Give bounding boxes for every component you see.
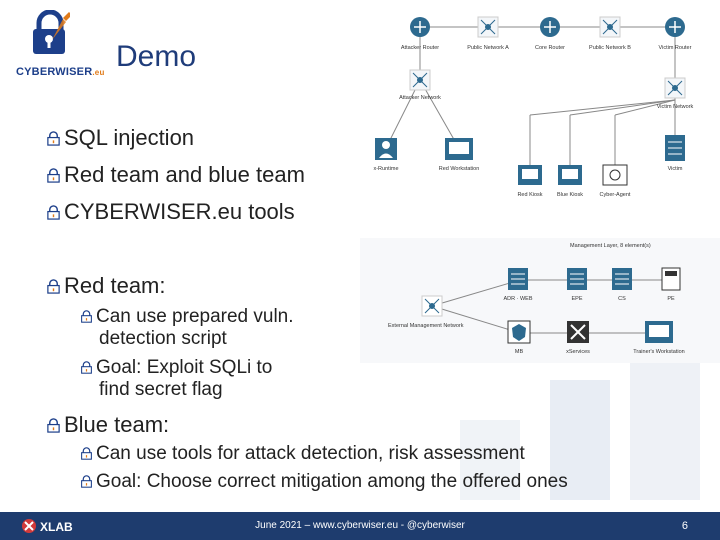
- red-kiosk[interactable]: Red Kiosk: [517, 165, 543, 198]
- svg-text:Public Network B: Public Network B: [589, 45, 631, 51]
- background-watermark-lock: [460, 360, 700, 500]
- svg-text:Red Kiosk: Red Kiosk: [517, 192, 542, 198]
- svg-text:ADR · WEB: ADR · WEB: [503, 296, 532, 302]
- svg-text:Core Router: Core Router: [535, 45, 565, 51]
- bullet-lock-icon: [81, 475, 92, 488]
- red-team-heading: Red team:: [46, 273, 166, 299]
- trainers-workstation[interactable]: Trainer's Workstation: [633, 321, 685, 355]
- victim-server[interactable]: Victim: [665, 135, 685, 172]
- blue-kiosk[interactable]: Blue Kiosk: [557, 165, 583, 198]
- bullet-lock-icon: [81, 361, 92, 374]
- bullet-red-blue-team: Red team and blue team: [46, 162, 305, 188]
- bullet-sql-injection: SQL injection: [46, 125, 194, 151]
- blue-team-heading: Blue team:: [46, 412, 169, 438]
- red-workstation[interactable]: Red Workstation: [439, 138, 480, 172]
- attacker-network[interactable]: Attacker Network: [399, 69, 441, 101]
- public-network-a[interactable]: Public Network A: [467, 16, 509, 51]
- svg-text:Cyber-Agent: Cyber-Agent: [600, 192, 631, 198]
- footer-bar: XLAB June 2021 – www.cyberwiser.eu - @cy…: [0, 512, 720, 540]
- svg-text:XLAB: XLAB: [40, 520, 73, 534]
- cyberwiser-lock-icon: [33, 10, 70, 54]
- network-topology-diagram: Attacker Router Public Network A Core Ro…: [360, 0, 720, 233]
- bullet-lock-icon: [47, 418, 60, 433]
- svg-text:Attacker Network: Attacker Network: [399, 95, 441, 101]
- adr-web-server[interactable]: ADR · WEB: [503, 268, 533, 302]
- bullet-lock-icon: [47, 205, 60, 220]
- cyber-agent[interactable]: Cyber-Agent: [600, 164, 631, 198]
- epe-server[interactable]: EPE: [567, 268, 587, 302]
- svg-text:PE: PE: [667, 296, 675, 302]
- xservices[interactable]: xServices: [566, 321, 590, 355]
- bullet-lock-icon: [81, 447, 92, 460]
- svg-text:External Management Network: External Management Network: [388, 323, 464, 329]
- pe-calculator[interactable]: PE: [661, 267, 681, 302]
- victim-network[interactable]: Victim Network: [657, 77, 694, 110]
- external-management-network[interactable]: External Management Network: [388, 295, 464, 329]
- svg-text:x-Runtime: x-Runtime: [373, 166, 398, 172]
- attacker-router[interactable]: Attacker Router: [401, 17, 439, 51]
- bullet-lock-icon: [47, 279, 60, 294]
- svg-text:xServices: xServices: [566, 349, 590, 355]
- victim-router[interactable]: Victim Router: [659, 17, 692, 51]
- svg-text:CS: CS: [618, 296, 626, 302]
- footer-text: June 2021 – www.cyberwiser.eu - @cyberwi…: [255, 520, 465, 531]
- cyberwiser-logo-text: CYBERWISER.eu: [16, 66, 105, 78]
- svg-text:Victim Network: Victim Network: [657, 104, 694, 110]
- blue-team-item-1: Can use tools for attack detection, risk…: [80, 443, 525, 465]
- bullet-cyberwiser-tools: CYBERWISER.eu tools: [46, 199, 295, 225]
- svg-text:MB: MB: [515, 349, 524, 355]
- bullet-lock-icon: [81, 310, 92, 323]
- svg-text:Victim: Victim: [668, 166, 683, 172]
- red-team-item-2: Goal: Exploit SQLi to find secret flag: [80, 357, 272, 401]
- svg-text:Victim Router: Victim Router: [659, 45, 692, 51]
- svg-text:Attacker Router: Attacker Router: [401, 45, 439, 51]
- bullet-lock-icon: [47, 131, 60, 146]
- management-layer-diagram: Management Layer, 8 element(s) ADR · WEB…: [360, 238, 720, 363]
- red-team-item-1: Can use prepared vuln. detection script: [80, 306, 294, 350]
- svg-text:Red Workstation: Red Workstation: [439, 166, 480, 172]
- core-router[interactable]: Core Router: [535, 17, 565, 51]
- svg-text:Public Network A: Public Network A: [467, 45, 509, 51]
- page-number: 6: [681, 520, 688, 532]
- svg-text:Blue Kiosk: Blue Kiosk: [557, 192, 583, 198]
- slide-title: Demo: [116, 40, 197, 73]
- public-network-b[interactable]: Public Network B: [589, 16, 631, 51]
- x-runtime[interactable]: x-Runtime: [373, 138, 399, 172]
- bullet-lock-icon: [47, 168, 60, 183]
- xlab-logo-icon: XLAB: [22, 519, 73, 534]
- cs-server[interactable]: CS: [612, 268, 632, 302]
- svg-text:EPE: EPE: [571, 296, 582, 302]
- svg-text:Trainer's Workstation: Trainer's Workstation: [633, 349, 684, 355]
- svg-text:Management Layer, 8 element(s): Management Layer, 8 element(s): [570, 243, 651, 249]
- mb-shield[interactable]: MB: [507, 320, 531, 355]
- blue-team-item-2: Goal: Choose correct mitigation among th…: [80, 471, 568, 493]
